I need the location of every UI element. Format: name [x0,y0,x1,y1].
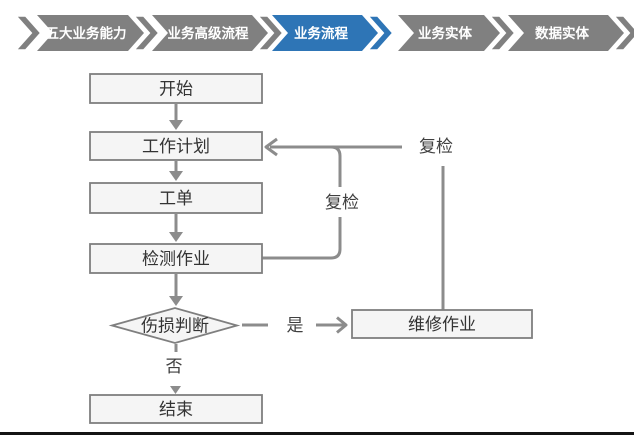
node-work-order: 工单 [89,182,263,214]
edge-decision-no-end [170,344,181,394]
node-inspection: 检测作业 [89,243,263,274]
edge-order-inspection [169,214,183,242]
edge-start-plan [169,104,183,130]
arrow-down-icon [169,232,183,242]
node-work-plan: 工作计划 [89,131,263,161]
arrow-left-icon [264,137,278,157]
arrow-right-icon [336,316,348,334]
arrow-down-icon [169,120,183,130]
flowchart-nodes: 开始 工作计划 工单 检测作业 伤损判断 维修作业 结束 [89,73,533,424]
edge-decision-yes-repair [242,316,348,334]
node-label: 结束 [159,400,193,419]
arrow-down-icon [169,296,183,306]
chevron-body[interactable] [152,15,268,51]
node-label: 维修作业 [408,315,476,334]
nav-item-data-entity[interactable]: 数据实体 [508,15,624,51]
nav-item-label: 业务流程 [294,25,348,41]
nav-item-business-process[interactable]: 业务流程 [272,15,378,51]
edge-label-no: 否 [166,357,183,376]
arrow-down-icon [169,171,183,181]
chevron-body[interactable] [398,15,500,51]
node-label: 工作计划 [142,137,210,156]
node-start: 开始 [89,73,263,104]
arrow-down-icon [170,386,181,394]
chevron-body[interactable] [508,15,624,51]
chevron-separator-icon [362,13,397,53]
decision-diamond [108,307,241,344]
nav-item-label: 五大业务能力 [46,25,127,41]
node-label: 开始 [159,80,193,99]
edge-inspection-recheck-plan [262,145,342,260]
chevron-body[interactable] [37,15,144,51]
chevron-separator-icon [252,13,287,53]
nav-item-business-capabilities[interactable]: 五大业务能力 [37,15,144,51]
node-label: 伤损判断 [141,317,209,336]
edge-plan-order [169,161,183,181]
node-label: 检测作业 [142,250,210,269]
chevron-separator-icon [608,13,634,53]
edge-label-recheck-inner: 复检 [325,193,359,212]
node-label: 工单 [159,189,193,208]
node-repair: 维修作业 [351,309,533,339]
process-nav: 五大业务能力 业务高级流程 业务流程 业务实体 数据实体 [10,13,634,53]
nav-item-label: 业务实体 [418,25,472,41]
node-end: 结束 [89,394,263,424]
flowchart-edges [169,104,445,394]
nav-item-label: 数据实体 [535,25,589,41]
edge-label-recheck-outer: 复检 [419,137,453,156]
chevron-separator-icon [484,13,519,53]
chevron-lead-icon [10,13,45,53]
chevron-separator-icon [128,13,163,53]
edge-label-yes: 是 [287,316,304,335]
chevron-body[interactable] [272,15,378,51]
edge-inspection-decision [169,274,183,306]
nav-item-label: 业务高级流程 [168,25,249,41]
nav-item-high-level-process[interactable]: 业务高级流程 [152,15,268,51]
node-decision-damage: 伤损判断 [108,307,241,344]
nav-item-business-entity[interactable]: 业务实体 [398,15,500,51]
